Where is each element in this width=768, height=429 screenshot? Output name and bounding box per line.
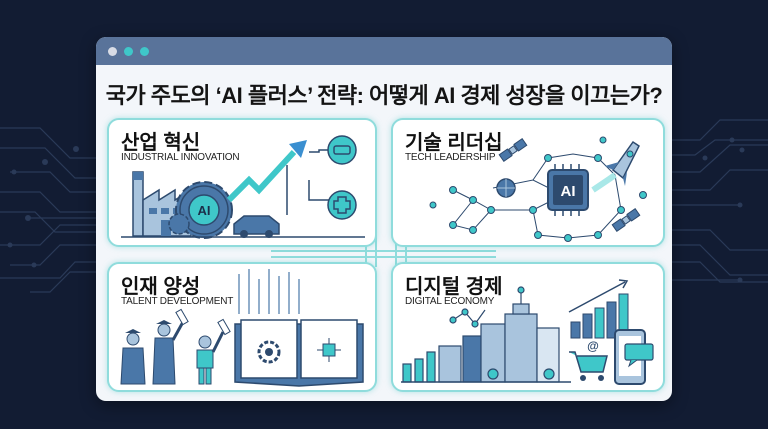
card-title: 기술 리더십 xyxy=(405,132,503,154)
student-icon xyxy=(196,318,231,385)
card-subtitle: INDUSTRIAL INNOVATION xyxy=(121,152,240,163)
growth-arrow-icon xyxy=(226,140,307,203)
window-control-dot-1[interactable] xyxy=(108,46,117,56)
graduate-icon xyxy=(120,329,146,385)
card-talent-development[interactable]: 인재 양성 TALENT DEVELOPMENT xyxy=(107,262,377,392)
health-cross-icon xyxy=(327,190,357,220)
window-titlebar xyxy=(96,37,672,65)
card-industrial-innovation[interactable]: 산업 혁신 INDUSTRIAL INNOVATION AI xyxy=(107,118,377,247)
svg-text:AI: AI xyxy=(198,203,211,218)
globe-icon xyxy=(496,178,516,198)
satellite-icon xyxy=(611,207,641,233)
svg-text:AI: AI xyxy=(561,183,576,200)
ai-chip-icon: AI xyxy=(547,164,589,216)
svg-text:@: @ xyxy=(587,339,599,353)
growth-bar-chart-icon xyxy=(568,279,629,339)
card-title: 인재 양성 xyxy=(121,276,201,298)
smartphone-icon xyxy=(614,329,654,385)
open-book-icon xyxy=(234,319,364,387)
card-tech-leadership[interactable]: 기술 리더십 TECH LEADERSHIP AI xyxy=(391,118,665,247)
browser-window: 국가 주도의 ‘AI 플러스’ 전략: 어떻게 AI 경제 성장을 이끄는가? … xyxy=(96,37,672,401)
network-lines xyxy=(452,153,622,239)
shopping-cart-icon: @ xyxy=(569,339,608,381)
window-control-dot-3[interactable] xyxy=(140,46,149,56)
card-subtitle: TALENT DEVELOPMENT xyxy=(121,296,234,307)
city-skyline-icon xyxy=(402,286,560,383)
card-digital-economy[interactable]: 디지털 경제 DIGITAL ECONOMY xyxy=(391,262,665,392)
rocket-icon xyxy=(591,140,640,193)
circuit-lines xyxy=(238,269,300,314)
graduate-icon xyxy=(152,308,189,385)
branch-lines xyxy=(286,149,329,215)
car-circle-icon xyxy=(327,135,357,165)
car-icon xyxy=(233,215,280,238)
satellite-icon xyxy=(498,137,528,163)
page-title: 국가 주도의 ‘AI 플러스’ 전략: 어떻게 AI 경제 성장을 이끄는가? xyxy=(105,83,663,108)
card-subtitle: DIGITAL ECONOMY xyxy=(405,296,495,307)
card-title: 산업 혁신 xyxy=(121,132,201,154)
card-subtitle: TECH LEADERSHIP xyxy=(405,152,496,163)
gear-ai-icon: AI xyxy=(168,181,233,239)
window-control-dot-2[interactable] xyxy=(124,46,133,56)
network-nodes xyxy=(429,136,647,242)
card-title: 디지털 경제 xyxy=(405,276,503,298)
